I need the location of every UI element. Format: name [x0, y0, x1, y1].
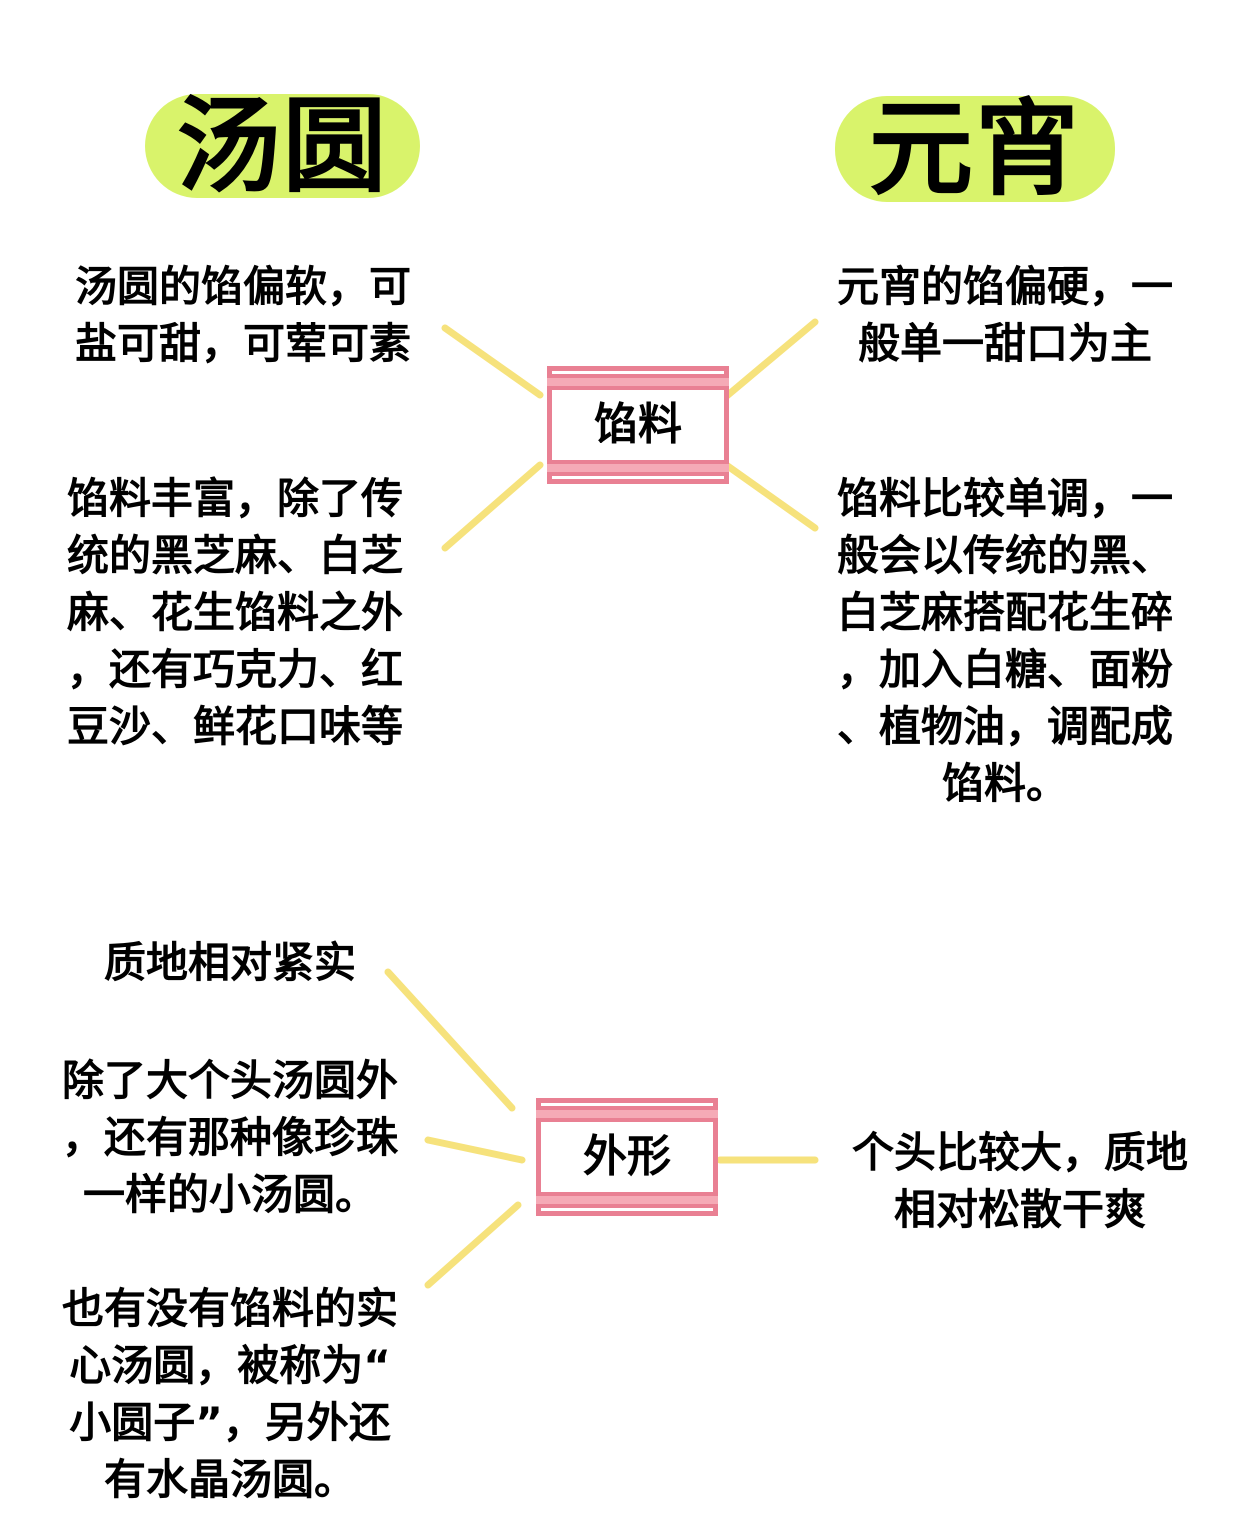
- shape-left-text-2: 除了大个头汤圆外 ，还有那种像珍珠 一样的小汤圆。: [61, 1056, 398, 1219]
- header-yuanxiao: 元宵: [835, 96, 1115, 202]
- shape-left-text-1: 质地相对紧实: [103, 938, 356, 987]
- filling-box: 馅料: [547, 366, 729, 484]
- shape-right-text-1: 个头比较大，质地 相对松散干爽: [851, 1128, 1188, 1234]
- shape-left-text-3: 也有没有馅料的实 心汤圆，被称为“ 小圆子”，另外还 有水晶汤圆。: [61, 1284, 398, 1504]
- connector-filling-right-1: [718, 318, 819, 404]
- connector-shape-left-1: [384, 968, 516, 1112]
- connector-filling-left-1: [441, 324, 544, 399]
- connector-shape-left-3: [424, 1201, 522, 1289]
- filling-left-text-1: 汤圆的馅偏软，可 盐可甜，可荤可素: [74, 262, 411, 368]
- shape-box: 外形: [536, 1098, 718, 1216]
- filling-right-text-1: 元宵的馅偏硬，一 般单一甜口为主: [836, 262, 1173, 368]
- shape-box-label: 外形: [583, 1131, 671, 1182]
- filling-right-text-2: 馅料比较单调，一 般会以传统的黑、 白芝麻搭配花生碎 ，加入白糖、面粉 、植物油…: [836, 474, 1173, 808]
- connector-shape-left-2: [424, 1136, 526, 1164]
- header-tangyuan: 汤圆: [145, 94, 420, 198]
- header-tangyuan-label: 汤圆: [176, 85, 389, 207]
- filling-left-text-2: 馅料丰富，除了传 统的黑芝麻、白芝 麻、花生馅料之外 ，还有巧克力、红 豆沙、鲜…: [66, 474, 403, 751]
- filling-box-label: 馅料: [594, 399, 682, 450]
- header-yuanxiao-label: 元宵: [868, 88, 1081, 210]
- connector-filling-right-2: [718, 458, 819, 532]
- connector-filling-left-2: [441, 461, 544, 552]
